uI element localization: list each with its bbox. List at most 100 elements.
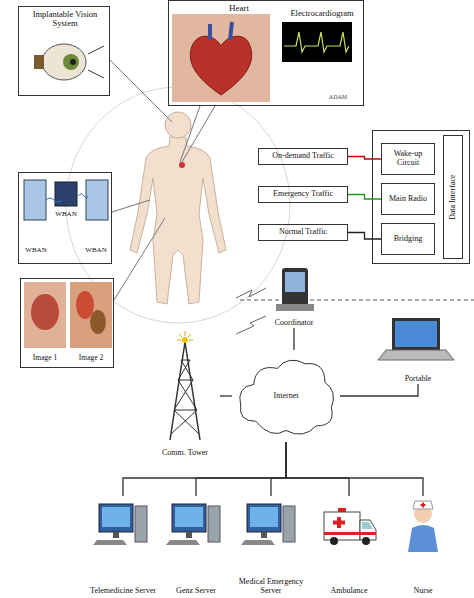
tower-frame bbox=[170, 342, 200, 440]
device-node: Telemedicine Server bbox=[90, 496, 156, 596]
server-monitor bbox=[99, 504, 133, 532]
nurse-cross bbox=[421, 504, 426, 506]
laptop-base bbox=[378, 350, 454, 360]
node-label: Bridging bbox=[394, 235, 422, 244]
nurse-body bbox=[408, 525, 438, 552]
vision-implant bbox=[34, 55, 44, 69]
node-label: Electrocardiogram bbox=[281, 9, 363, 18]
body-silhouette bbox=[130, 137, 226, 304]
body-head bbox=[165, 112, 191, 138]
node-label: WBAN bbox=[81, 247, 111, 255]
wban-signal bbox=[46, 194, 88, 202]
organ-image bbox=[70, 282, 112, 348]
connector-line bbox=[220, 395, 232, 396]
leader-line bbox=[182, 106, 215, 162]
callout-box: Image 1Image 2 bbox=[20, 278, 114, 368]
vision-arrow bbox=[88, 70, 104, 78]
node-label: Main Radio bbox=[389, 195, 427, 204]
watermark-label: ADAM bbox=[316, 94, 360, 100]
module-box: Main Radio bbox=[381, 183, 435, 215]
traffic-box: Emergency Traffic bbox=[258, 186, 348, 203]
server-stand bbox=[186, 532, 192, 538]
node-label: Image 2 bbox=[69, 354, 113, 362]
node-label: Heart bbox=[209, 4, 269, 14]
heart-shape bbox=[190, 36, 251, 95]
node-label: Ambulance bbox=[331, 587, 368, 596]
organ-image bbox=[31, 294, 59, 330]
server-case bbox=[283, 506, 295, 542]
device-node: Genz Server bbox=[163, 496, 229, 596]
node-label: On-demand Traffic bbox=[272, 152, 333, 161]
heart-sensor bbox=[179, 162, 185, 168]
device-node: Nurse bbox=[390, 496, 456, 596]
server-stand bbox=[261, 532, 267, 538]
leader-line bbox=[180, 106, 200, 162]
eye-ball bbox=[42, 44, 86, 80]
pda-screen bbox=[285, 272, 305, 292]
interface-box: Data InterfaceWake-up CircuitMain RadioB… bbox=[372, 130, 470, 264]
vision-arrow bbox=[88, 46, 104, 54]
nurse-cap bbox=[413, 501, 433, 509]
node-label: Genz Server bbox=[176, 587, 216, 596]
connector-line bbox=[348, 233, 381, 240]
ambulance-body bbox=[324, 512, 360, 540]
ambulance-wheel bbox=[362, 537, 370, 545]
wban-device bbox=[24, 180, 46, 220]
wban-device bbox=[86, 180, 108, 220]
ecg-screen bbox=[282, 22, 352, 62]
connector-line bbox=[271, 442, 286, 496]
ambulance-cross bbox=[333, 521, 345, 525]
node-label: Internet bbox=[274, 392, 299, 401]
heart-vessels bbox=[210, 22, 232, 40]
node-label: Emergency Traffic bbox=[273, 190, 333, 199]
server-case bbox=[135, 506, 147, 542]
connector-line bbox=[123, 442, 286, 496]
node-label: Portable bbox=[405, 375, 432, 384]
node-label: Comm. Tower bbox=[162, 449, 208, 458]
node-label: Image 1 bbox=[23, 354, 67, 362]
traffic-box: Normal Traffic bbox=[258, 224, 348, 241]
server-monitor bbox=[172, 504, 206, 532]
ambulance-stripe bbox=[324, 532, 376, 535]
node-label: WBAN bbox=[21, 247, 51, 255]
laptop-display bbox=[395, 321, 437, 347]
device-node: Ambulance bbox=[316, 496, 382, 596]
node-label: Wake-up Circuit bbox=[382, 150, 434, 168]
ambulance-window bbox=[362, 522, 373, 529]
eye-pupil bbox=[70, 59, 76, 65]
connector-line bbox=[196, 442, 286, 496]
device-node: Portable bbox=[378, 312, 458, 384]
ecg-wave bbox=[284, 32, 349, 52]
tower-signal bbox=[177, 331, 193, 340]
dashed-divider bbox=[240, 300, 474, 301]
cloud-shape bbox=[240, 360, 334, 434]
server-screen bbox=[102, 507, 130, 527]
node-label: Coordinator bbox=[275, 319, 314, 328]
cloud-node: Internet bbox=[232, 350, 340, 442]
server-screen bbox=[175, 507, 203, 527]
server-screen bbox=[250, 507, 278, 527]
module-box: Bridging bbox=[381, 223, 435, 255]
server-case bbox=[208, 506, 220, 542]
server-monitor bbox=[247, 504, 281, 532]
node-label: WBAN bbox=[51, 211, 81, 219]
pda-body bbox=[282, 268, 308, 306]
wireless-link bbox=[236, 316, 266, 334]
connector-line bbox=[348, 157, 381, 160]
pda-cradle bbox=[276, 304, 314, 311]
wireless-link bbox=[236, 288, 266, 298]
node-label: Medical Emergency Server bbox=[238, 578, 304, 596]
node-label: Nurse bbox=[413, 587, 432, 596]
module-box: Wake-up Circuit bbox=[381, 143, 435, 175]
heart-photo bbox=[172, 14, 270, 102]
connector-line bbox=[286, 442, 423, 496]
connector-line bbox=[293, 328, 294, 350]
organ-image bbox=[24, 282, 66, 348]
ambulance-wheel bbox=[330, 537, 338, 545]
callout-box: WBAN WBAN WBAN bbox=[18, 172, 112, 264]
connector-line bbox=[340, 384, 418, 396]
